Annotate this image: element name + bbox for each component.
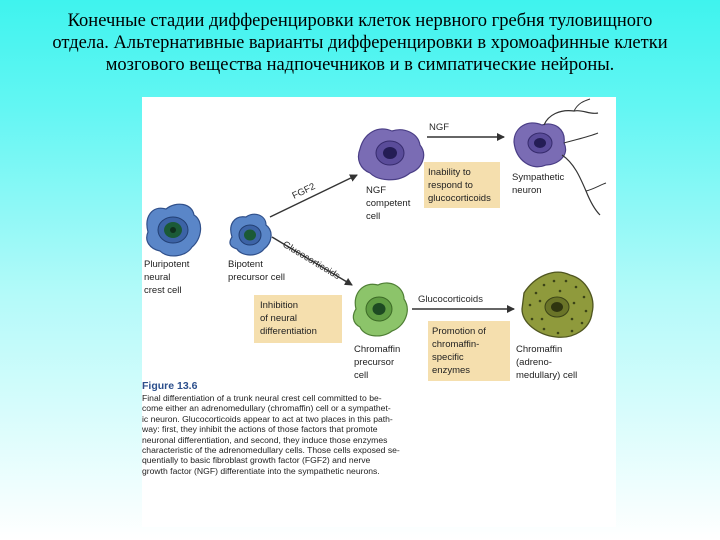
label-fgf2: FGF2: [290, 181, 317, 202]
label-ngf-competent-2: competent: [366, 198, 411, 209]
differentiation-diagram: FGF2 Glucocorticoids NGF Glucocorticoids: [144, 98, 607, 381]
caption-line-6: characteristic of the adrenomedullary ce…: [142, 445, 400, 456]
label-pluripotent-1: Pluripotent: [144, 259, 190, 270]
chromaffin-precursor-cell: [352, 282, 408, 337]
label-glucocorticoids-diagonal: Glucocorticoids: [280, 239, 342, 282]
label-chromaffin-2: (adreno-: [516, 357, 552, 368]
box-inhibition-line-2: of neural: [260, 313, 297, 324]
caption-line-7: quentially to basic fibroblast growth fa…: [142, 455, 371, 466]
box-inhibition: Inhibition of neural differentiation: [254, 295, 342, 343]
label-chromaffin-3: medullary) cell: [516, 370, 577, 381]
label-chromaffin-precursor-1: Chromaffin: [354, 344, 400, 355]
title-line-2: отдела. Альтернативные варианты дифферен…: [52, 33, 668, 53]
caption-line-1: Final differentiation of a trunk neural …: [142, 393, 382, 403]
caption-line-4: way: first, they inhibit the actions of …: [142, 424, 378, 435]
pluripotent-cell: [146, 203, 202, 257]
box-inhibition-line-3: differentiation: [260, 326, 317, 337]
sympathetic-neuron: [513, 98, 607, 216]
label-ngf-competent-3: cell: [366, 211, 380, 222]
box-promotion-line-3: specific: [432, 352, 464, 363]
caption-line-2: come either an adrenomedullary (chromaff…: [142, 403, 391, 414]
ngf-competent-cell: [357, 128, 425, 181]
label-sympathetic-1: Sympathetic: [512, 172, 565, 183]
label-chromaffin-1: Chromaffin: [516, 344, 562, 355]
label-ngf: NGF: [429, 122, 449, 133]
box-inability-line-1: Inability to: [428, 167, 471, 178]
box-promotion-line-2: chromaffin-: [432, 339, 479, 350]
figure-panel: FGF2 Glucocorticoids NGF Glucocorticoids: [142, 97, 616, 527]
box-promotion-line-4: enzymes: [432, 365, 470, 376]
chromaffin-cell: [521, 271, 594, 338]
label-chromaffin-precursor-2: precursor: [354, 357, 394, 368]
bipotent-cell: [229, 213, 272, 256]
box-promotion-line-1: Promotion of: [432, 326, 486, 337]
box-inhibition-line-1: Inhibition: [260, 300, 298, 311]
label-ngf-competent-1: NGF: [366, 185, 386, 196]
caption-line-5: neuronal differentiation, and second, th…: [142, 434, 388, 445]
label-chromaffin-precursor-3: cell: [354, 370, 368, 381]
label-sympathetic-2: neuron: [512, 185, 542, 196]
label-bipotent-2: precursor cell: [228, 272, 285, 283]
label-pluripotent-2: neural: [144, 272, 170, 283]
box-inability-line-2: respond to: [428, 180, 473, 191]
title-line-1: Конечные стадии дифференцировки клеток н…: [67, 11, 653, 31]
label-bipotent-1: Bipotent: [228, 259, 263, 270]
caption-line-3: ic neuron. Glucocorticoids appear to act…: [142, 413, 393, 424]
figure-number: Figure 13.6: [142, 380, 198, 392]
box-inability-line-3: glucocorticoids: [428, 193, 491, 204]
label-pluripotent-3: crest cell: [144, 285, 181, 296]
label-glucocorticoids-bottom: Glucocorticoids: [418, 294, 483, 305]
arrow-glucocorticoids-diagonal: [271, 236, 353, 286]
arrow-fgf2: [269, 174, 358, 218]
box-promotion: Promotion of chromaffin- specific enzyme…: [428, 321, 510, 381]
figure-caption: Figure 13.6 Final differentiation of a t…: [142, 380, 482, 476]
box-inability: Inability to respond to glucocorticoids: [424, 162, 500, 208]
title-line-3: мозгового вещества надпочечников и в сим…: [105, 55, 615, 75]
caption-line-8: growth factor (NGF) differentiate into t…: [142, 465, 380, 476]
slide-title: Конечные стадии дифференцировки клеток н…: [0, 10, 720, 76]
